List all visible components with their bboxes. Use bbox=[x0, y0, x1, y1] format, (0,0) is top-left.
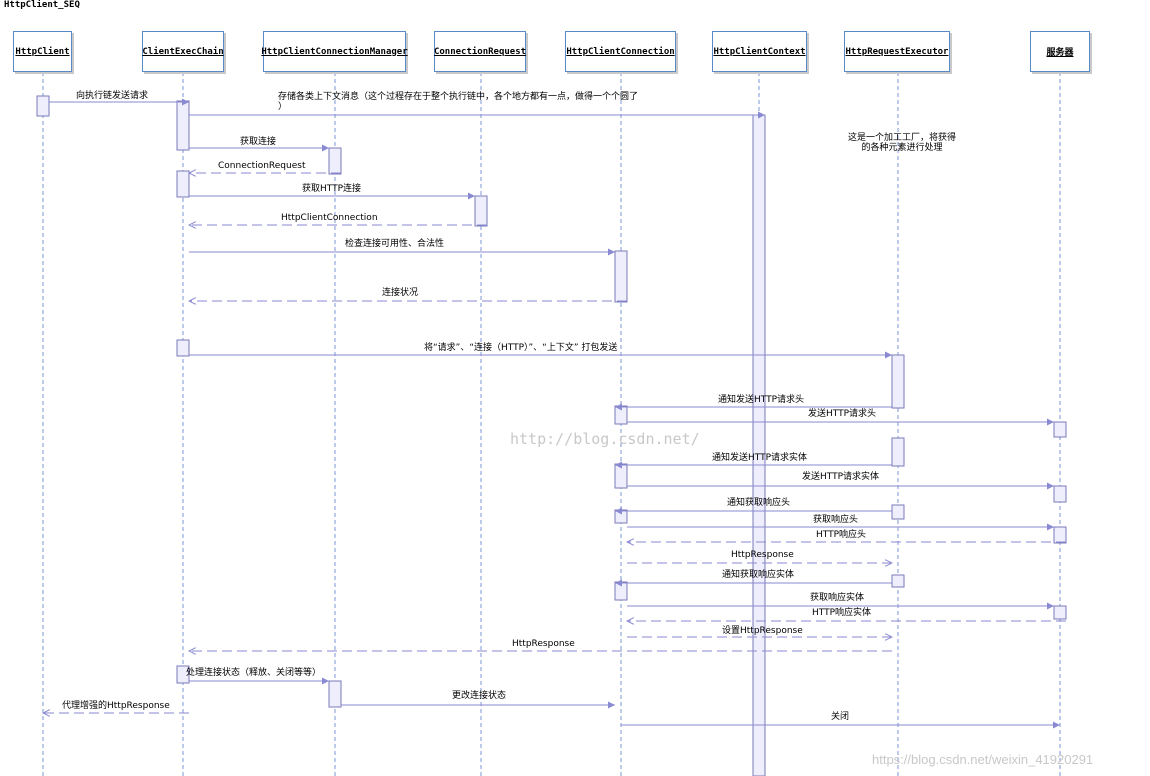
activation-bar bbox=[891, 574, 905, 588]
participant-label: 服务器 bbox=[1046, 48, 1074, 58]
activation-bar bbox=[752, 114, 766, 776]
activation-bar bbox=[474, 195, 488, 227]
message-label: 通知发送HTTP请求头 bbox=[718, 395, 805, 405]
message-label: 向执行链发送请求 bbox=[76, 91, 149, 101]
participant-label: HttpRequestExecutor bbox=[845, 46, 949, 57]
activation-bar bbox=[614, 250, 628, 303]
message-label: 检查连接可用性、合法性 bbox=[345, 239, 445, 249]
message-label: ConnectionRequest bbox=[218, 161, 306, 171]
watermark: https://blog.csdn.net/weixin_41920291 bbox=[872, 752, 1094, 767]
activation-bar bbox=[1053, 526, 1067, 544]
message-label: 将“请求”、“连接（HTTP）”、“上下文” 打包发送 bbox=[424, 343, 618, 353]
activation-bar bbox=[1053, 421, 1067, 438]
activation-bar bbox=[328, 147, 342, 175]
message-label: HttpResponse bbox=[512, 639, 575, 649]
message-label: 通知获取响应头 bbox=[727, 498, 791, 508]
message-label: 设置HttpResponse bbox=[722, 626, 803, 636]
participant-httpclientconnectionmanager: HttpClientConnectionManager bbox=[261, 31, 408, 72]
activation-bar bbox=[614, 405, 628, 425]
activation-bar bbox=[614, 581, 628, 601]
activation-bar bbox=[891, 504, 905, 520]
participant-httpclientconnection: HttpClientConnection bbox=[565, 31, 676, 72]
activation-bar bbox=[36, 95, 50, 117]
participant-label: HttpClientConnection bbox=[566, 46, 675, 57]
activation-bar bbox=[176, 100, 190, 151]
message-label: 关闭 bbox=[831, 712, 850, 722]
message-label: 通知获取响应实体 bbox=[722, 570, 795, 580]
participant-httpclient: HttpClient bbox=[13, 31, 72, 72]
participant-server: 服务器 bbox=[1030, 31, 1090, 72]
activation-bar bbox=[614, 509, 628, 524]
message-label: 获取HTTP连接 bbox=[302, 184, 362, 194]
participant-clientexecchain: ClientExecChain bbox=[142, 31, 224, 72]
executor-note: 这是一个加工工厂，将获得的各种元素进行处理 bbox=[848, 133, 957, 153]
participant-httpclientcontext: HttpClientContext bbox=[712, 31, 807, 72]
activation-bar bbox=[891, 437, 905, 467]
participant-label: ClientExecChain bbox=[142, 46, 224, 57]
message-label: 连接状况 bbox=[382, 288, 419, 298]
activation-bar bbox=[176, 339, 190, 357]
message-label: HttpClientConnection bbox=[281, 213, 378, 223]
message-label: 处理连接状态（释放、关闭等等） bbox=[186, 668, 322, 678]
participant-label: HttpClient bbox=[15, 46, 70, 57]
message-label: 发送HTTP请求头 bbox=[808, 409, 877, 419]
participant-httprequestexecutor: HttpRequestExecutor bbox=[844, 31, 950, 72]
watermark: http://blog.csdn.net/ bbox=[510, 430, 700, 448]
message-label: HTTP响应实体 bbox=[812, 608, 872, 618]
message-label: HTTP响应头 bbox=[816, 530, 867, 540]
message-label: 发送HTTP请求实体 bbox=[802, 472, 880, 482]
message-label: HttpResponse bbox=[731, 550, 794, 560]
message-label: 代理增强的HttpResponse bbox=[62, 701, 170, 711]
message-label: 存储各类上下文消息（这个过程存在于整个执行链中，各个地方都有一点，做得一个个圆了… bbox=[278, 92, 639, 112]
message-label: 获取响应实体 bbox=[810, 593, 865, 603]
participant-label: HttpClientConnectionManager bbox=[261, 46, 408, 57]
message-label: 通知发送HTTP请求实体 bbox=[712, 453, 808, 463]
activation-bar bbox=[176, 170, 190, 198]
message-label: 更改连接状态 bbox=[452, 691, 507, 701]
activation-bar bbox=[328, 680, 342, 708]
activation-bar bbox=[1053, 485, 1067, 503]
message-label: 获取连接 bbox=[240, 137, 277, 147]
activation-bar bbox=[614, 463, 628, 489]
participant-label: HttpClientContext bbox=[713, 46, 806, 57]
message-label: 获取响应头 bbox=[813, 515, 859, 525]
activation-bar bbox=[176, 665, 190, 684]
participant-connectionrequest: ConnectionRequest bbox=[434, 31, 526, 72]
diagram-title: HttpClient_SEQ bbox=[4, 0, 80, 10]
activation-bar bbox=[891, 354, 905, 409]
participant-label: ConnectionRequest bbox=[433, 46, 527, 57]
activation-bar bbox=[1053, 605, 1067, 620]
